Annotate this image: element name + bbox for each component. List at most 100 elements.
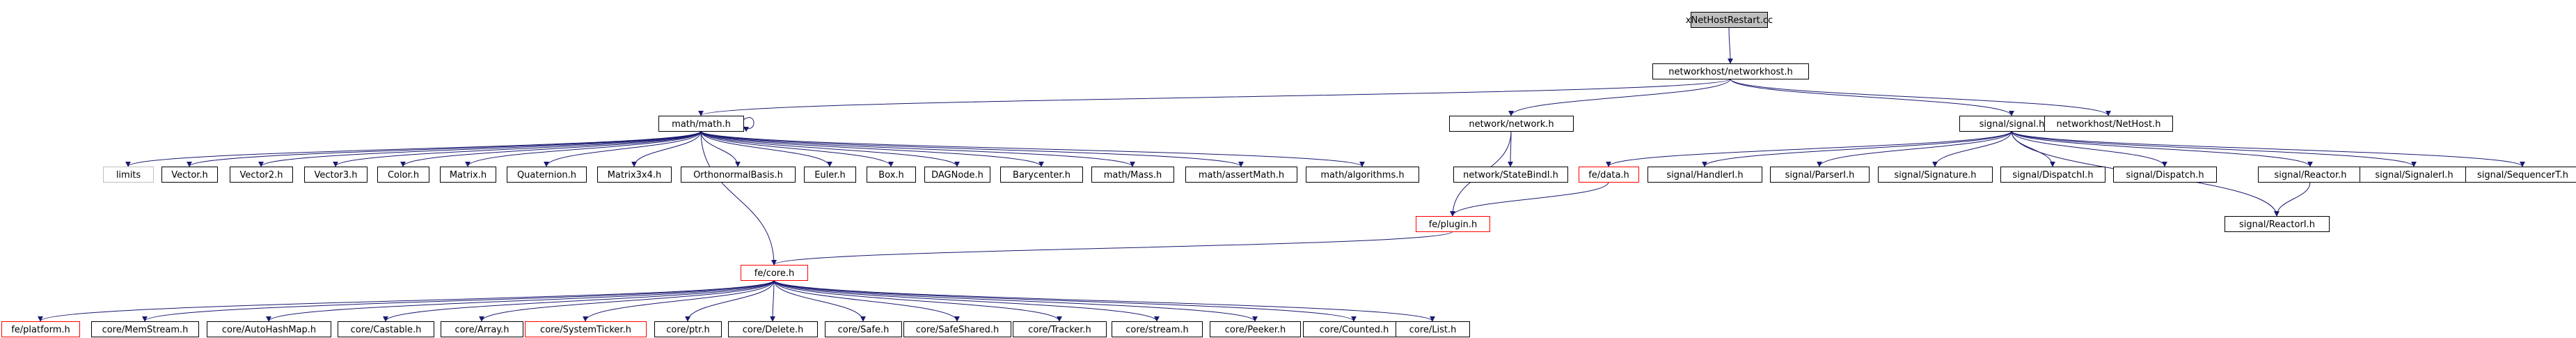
- node-box[interactable]: [728, 321, 818, 337]
- node-color[interactable]: Color.h: [377, 167, 429, 183]
- node-box[interactable]: [103, 167, 154, 183]
- node-box[interactable]: [681, 167, 796, 183]
- node-label: signal/SequencerT.h: [2477, 170, 2568, 180]
- node-euler[interactable]: Euler.h: [804, 167, 856, 183]
- node-box[interactable]: [597, 167, 672, 183]
- node-vector[interactable]: Vector.h: [161, 167, 218, 183]
- node-box[interactable]: Box.h: [867, 167, 916, 183]
- node-mathh[interactable]: math/math.h: [658, 116, 744, 132]
- node-box[interactable]: [1878, 167, 1993, 183]
- node-safeshared[interactable]: core/SafeShared.h: [903, 321, 1011, 337]
- node-box[interactable]: [304, 167, 368, 183]
- node-box[interactable]: [1396, 321, 1470, 337]
- node-box[interactable]: [2000, 167, 2105, 183]
- node-plugin[interactable]: fe/plugin.h: [1416, 216, 1490, 232]
- node-reactor[interactable]: signal/Reactor.h: [2258, 167, 2363, 183]
- node-box[interactable]: [1112, 321, 1203, 337]
- node-signaleri[interactable]: signal/SignalerI.h: [2360, 167, 2469, 183]
- node-counted[interactable]: core/Counted.h: [1303, 321, 1405, 337]
- node-safe[interactable]: core/Safe.h: [825, 321, 902, 337]
- node-vector2[interactable]: Vector2.h: [230, 167, 293, 183]
- node-matrix[interactable]: Matrix.h: [440, 167, 496, 183]
- node-dispatchi[interactable]: signal/DispatchI.h: [2000, 167, 2105, 183]
- node-box[interactable]: [91, 321, 199, 337]
- node-assertmath[interactable]: math/assertMath.h: [1185, 167, 1297, 183]
- node-quaternion[interactable]: Quaternion.h: [507, 167, 587, 183]
- node-vector3[interactable]: Vector3.h: [304, 167, 368, 183]
- node-box[interactable]: [207, 321, 331, 337]
- node-box[interactable]: [377, 167, 429, 183]
- node-box[interactable]: [1416, 216, 1490, 232]
- node-box[interactable]: [654, 321, 722, 337]
- node-ptr[interactable]: core/ptr.h: [654, 321, 722, 337]
- node-reactori[interactable]: signal/ReactorI.h: [2225, 216, 2330, 232]
- node-box[interactable]: [441, 321, 523, 337]
- node-box[interactable]: [1, 321, 80, 337]
- node-sequencert[interactable]: signal/SequencerT.h: [2465, 167, 2576, 183]
- node-box[interactable]: [2225, 216, 2330, 232]
- node-box[interactable]: [804, 167, 856, 183]
- node-box[interactable]: [924, 167, 990, 183]
- node-box[interactable]: [2465, 167, 2576, 183]
- node-box[interactable]: [1453, 167, 1568, 183]
- node-box[interactable]: [1091, 167, 1174, 183]
- node-box[interactable]: [1691, 12, 1768, 28]
- node-systemticker[interactable]: core/SystemTicker.h: [525, 321, 647, 337]
- node-algorithms[interactable]: math/algorithms.h: [1306, 167, 1419, 183]
- node-tracker[interactable]: core/Tracker.h: [1013, 321, 1107, 337]
- node-array[interactable]: core/Array.h: [441, 321, 523, 337]
- edge-networkhost-to-nethost: [1730, 78, 2111, 116]
- edge-signalh-to-sequencert: [2011, 130, 2525, 167]
- node-box[interactable]: [2113, 167, 2217, 183]
- node-box[interactable]: [825, 321, 902, 337]
- node-peeker[interactable]: core/Peeker.h: [1210, 321, 1301, 337]
- node-root[interactable]: xNetHostRestart.cc: [1686, 12, 1773, 28]
- node-box[interactable]: [1306, 167, 1419, 183]
- node-box[interactable]: [338, 321, 434, 337]
- node-limits[interactable]: limits: [103, 167, 154, 183]
- node-delete[interactable]: core/Delete.h: [728, 321, 818, 337]
- node-box[interactable]: [161, 167, 218, 183]
- node-box[interactable]: [1652, 63, 1809, 79]
- node-box[interactable]: [741, 265, 808, 281]
- node-networkh[interactable]: network/network.h: [1449, 116, 1574, 132]
- node-box[interactable]: [525, 321, 647, 337]
- node-box[interactable]: [1185, 167, 1297, 183]
- node-stream[interactable]: core/stream.h: [1112, 321, 1203, 337]
- node-box[interactable]: [1579, 167, 1639, 183]
- node-box[interactable]: [903, 321, 1011, 337]
- node-nethost[interactable]: networkhost/NetHost.h: [2044, 116, 2173, 132]
- node-castable[interactable]: core/Castable.h: [338, 321, 434, 337]
- node-signature[interactable]: signal/Signature.h: [1878, 167, 1993, 183]
- node-box[interactable]: [1013, 321, 1107, 337]
- node-box[interactable]: [2044, 116, 2173, 132]
- node-barycenter[interactable]: Barycenter.h: [1000, 167, 1083, 183]
- node-box[interactable]: [1770, 167, 1870, 183]
- edge-core-to-castable: [383, 279, 775, 322]
- node-box[interactable]: [440, 167, 496, 183]
- node-list[interactable]: core/List.h: [1396, 321, 1470, 337]
- node-orthobasis[interactable]: OrthonormalBasis.h: [681, 167, 796, 183]
- node-statebindi[interactable]: network/StateBindI.h: [1453, 167, 1568, 183]
- node-memstream[interactable]: core/MemStream.h: [91, 321, 199, 337]
- node-platform[interactable]: fe/platform.h: [1, 321, 80, 337]
- node-dispatch[interactable]: signal/Dispatch.h: [2113, 167, 2217, 183]
- node-handleri[interactable]: signal/HandlerI.h: [1647, 167, 1762, 183]
- node-signalh[interactable]: signal/signal.h: [1959, 116, 2064, 132]
- node-dagnode[interactable]: DAGNode.h: [924, 167, 990, 183]
- node-matrix3x4[interactable]: Matrix3x4.h: [597, 167, 672, 183]
- node-mass[interactable]: math/Mass.h: [1091, 167, 1174, 183]
- node-box[interactable]: [1210, 321, 1301, 337]
- node-box[interactable]: [867, 167, 916, 183]
- node-box[interactable]: [1000, 167, 1083, 183]
- node-box[interactable]: [658, 116, 744, 132]
- node-box[interactable]: [507, 167, 587, 183]
- node-core[interactable]: fe/core.h: [741, 265, 808, 281]
- node-parseri[interactable]: signal/ParserI.h: [1770, 167, 1870, 183]
- node-box[interactable]: [1449, 116, 1574, 132]
- node-box[interactable]: [230, 167, 293, 183]
- node-fedata[interactable]: fe/data.h: [1579, 167, 1639, 183]
- node-networkhost[interactable]: networkhost/networkhost.h: [1652, 63, 1809, 79]
- node-autohashmap[interactable]: core/AutoHashMap.h: [207, 321, 331, 337]
- node-box[interactable]: [1647, 167, 1762, 183]
